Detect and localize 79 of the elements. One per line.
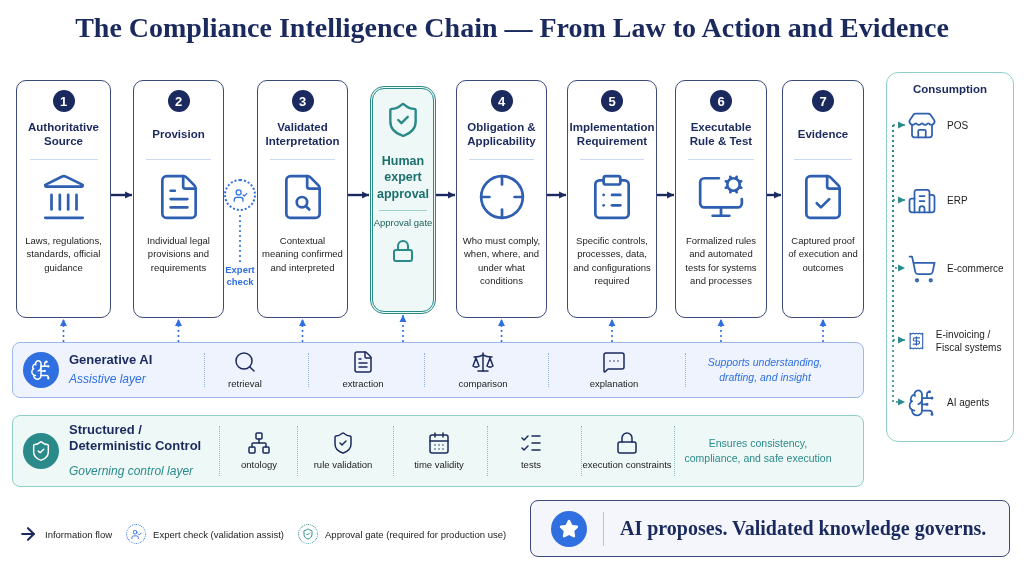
step-title: Implementation Requirement (569, 120, 655, 149)
step-title: Obligation & Applicability (466, 120, 537, 149)
step-number: 1 (52, 90, 75, 112)
approval-gate-label: Approval gate (373, 216, 433, 230)
dotted-arrow (498, 318, 505, 343)
layer-band (12, 415, 864, 487)
capability-label: execution constraints (582, 459, 672, 471)
dotted-arrow (608, 318, 616, 343)
step-title: Validated Interpretation (264, 120, 341, 149)
step-card (456, 80, 547, 318)
layer-subtitle: Governing control layer (69, 464, 194, 478)
dotted-arrow (175, 318, 182, 343)
arrow (547, 191, 567, 199)
dotted-arrow (399, 314, 407, 343)
step-description: Formalized rules and automated tests for systems and processes (684, 234, 758, 288)
step-title: Executable Rule & Test (688, 120, 754, 149)
dotted-arrow (299, 318, 306, 343)
diagram-title: The Compliance Intelligence Chain — From Law to Action and Evidence (74, 12, 950, 44)
step-card (16, 80, 111, 318)
step-card (257, 80, 348, 318)
capability-label: retrieval (228, 378, 262, 390)
capability-label: ontology (241, 459, 277, 471)
layer-note: Supports understanding, drafting, and insight (706, 354, 824, 385)
step-number: 7 (812, 90, 834, 112)
step-card (782, 80, 864, 318)
consumer-label: E-invoicing / Fiscal systems (935, 327, 1003, 355)
consumer-label: E-commerce (947, 262, 1004, 276)
step-description: Contextual meaning confirmed and interpreted (262, 234, 343, 274)
arrow (348, 191, 370, 199)
capability-label: rule validation (313, 459, 373, 471)
step-description: Who must comply, when, where, and under what conditions (461, 234, 542, 288)
motto-box (530, 500, 1010, 557)
arrow (111, 191, 133, 199)
approval-title: Human expert approval (375, 153, 431, 202)
dotted-arrow (60, 318, 67, 343)
capability-label: tests (520, 459, 542, 471)
step-number: 4 (490, 90, 513, 112)
step-title: Authoritative Source (27, 120, 100, 149)
dotted-arrow (892, 124, 906, 406)
step-title: Evidence (797, 127, 849, 143)
legend-label: Information flow (45, 528, 113, 540)
consumer-label: ERP (947, 194, 968, 208)
legend-label: Expert check (validation assist) (153, 528, 284, 540)
consumer-label: AI agents (947, 396, 990, 410)
capability-label: comparison (458, 378, 508, 390)
step-description: Individual legal provisions and requirements (146, 234, 211, 274)
step-number: 2 (167, 90, 190, 112)
step-number: 3 (291, 90, 314, 112)
arrow (657, 191, 675, 199)
arrow (436, 191, 456, 199)
step-card (567, 80, 657, 318)
layer-band (12, 342, 864, 398)
capability-label: explanation (589, 378, 639, 390)
layer-title: Generative AI (69, 352, 154, 369)
layer-note: Ensures consistency, compliance, and safe execution (683, 435, 833, 466)
motto-text: AI proposes. Validated knowledge governs. (620, 517, 987, 540)
capability-label: time validity (414, 459, 464, 471)
approval-card (370, 86, 436, 314)
step-description: Captured proof of execution and outcomes (787, 234, 859, 274)
dotted-arrow (717, 318, 725, 343)
step-title: Provision (152, 127, 205, 143)
capability-label: extraction (342, 378, 384, 390)
legend-label: Approval gate (required for production use) (325, 528, 507, 540)
step-card (675, 80, 767, 318)
dotted-arrow (819, 318, 827, 343)
expert-check-label: Expert check (216, 264, 264, 292)
step-description: Laws, regulations, standards, official guidance (24, 234, 103, 274)
step-description: Specific controls, processes, data, and configurations required (572, 234, 652, 288)
panel-title: Consumption (911, 83, 989, 95)
layer-title: Structured / Deterministic Control (69, 422, 203, 455)
step-number: 6 (710, 90, 732, 112)
step-number: 5 (601, 90, 623, 112)
dotted-arrow (892, 121, 906, 129)
expert-check-badge (224, 179, 256, 211)
consumption-panel (886, 72, 1014, 442)
arrow (767, 191, 782, 199)
consumer-label: POS (947, 119, 969, 133)
layer-subtitle: Assistive layer (69, 372, 146, 386)
step-card (133, 80, 224, 318)
